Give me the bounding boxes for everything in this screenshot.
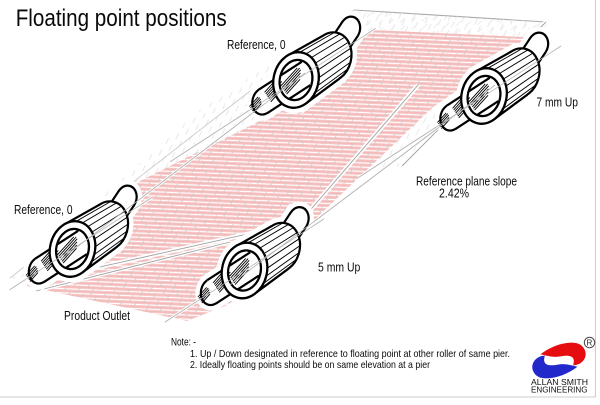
svg-text:ENGINEERING: ENGINEERING [531,384,588,394]
svg-text:Reference plane slope: Reference plane slope [416,175,517,189]
svg-text:Reference, 0: Reference, 0 [227,37,286,52]
svg-text:2. Ideally floating points sho: 2. Ideally floating points should be on … [190,359,430,371]
svg-text:R: R [587,339,593,348]
svg-text:5 mm Up: 5 mm Up [318,261,360,275]
svg-text:ALLAN SMITH: ALLAN SMITH [531,377,588,387]
svg-text:Note: -: Note: - [171,337,196,349]
svg-text:Floating point positions: Floating point positions [16,5,227,32]
svg-text:1. Up / Down designated in ref: 1. Up / Down designated in reference to … [190,348,510,360]
svg-text:Product Outlet: Product Outlet [64,309,130,323]
svg-text:Reference, 0: Reference, 0 [14,202,73,217]
svg-text:2.42%: 2.42% [439,187,469,201]
svg-text:7 mm Up: 7 mm Up [537,96,579,110]
